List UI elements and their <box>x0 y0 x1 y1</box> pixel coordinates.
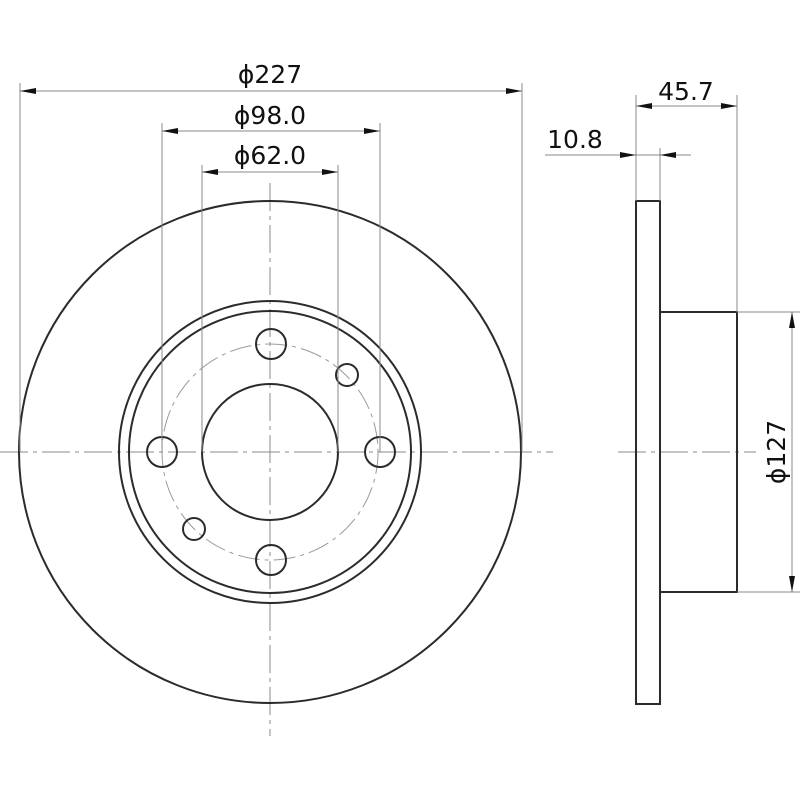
dimension-total-height: 45.7 <box>636 77 737 109</box>
arrow-icon <box>660 152 676 158</box>
front-view: ϕ227 ϕ98.0 ϕ62.0 <box>0 60 553 736</box>
dimension-disc-thickness: 10.8 <box>545 125 691 158</box>
arrow-icon <box>721 103 737 109</box>
arrow-icon <box>620 152 636 158</box>
dimension-hat-diameter: ϕ127 <box>762 312 795 592</box>
hat-profile <box>659 311 738 593</box>
dimension-bolt-circle: ϕ98.0 <box>162 101 380 134</box>
arrow-icon <box>506 88 522 94</box>
arrow-icon <box>364 128 380 134</box>
disc-thickness-label: 10.8 <box>547 125 603 154</box>
outer-disc-edge <box>18 200 522 704</box>
arrow-icon <box>789 576 795 592</box>
locating-hole-lower-left <box>182 517 206 541</box>
arrow-icon <box>202 169 218 175</box>
locating-hole-upper-right <box>335 363 359 387</box>
arrow-icon <box>20 88 36 94</box>
hat-inner-ring <box>128 310 412 594</box>
bolt-hole-bottom <box>255 544 287 576</box>
total-height-label: 45.7 <box>658 77 714 106</box>
side-view: 45.7 10.8 ϕ127 <box>545 77 800 705</box>
dimension-outer-diameter: ϕ227 <box>20 60 522 94</box>
arrow-icon <box>789 312 795 328</box>
arrow-icon <box>636 103 652 109</box>
center-bore-label: ϕ62.0 <box>234 141 306 170</box>
arrow-icon <box>162 128 178 134</box>
bolt-circle-label: ϕ98.0 <box>234 101 306 130</box>
bolt-hole-top <box>255 328 287 360</box>
hat-outer-ring <box>118 300 422 604</box>
outer-diameter-label: ϕ227 <box>238 60 302 89</box>
dimension-center-bore: ϕ62.0 <box>202 141 338 175</box>
hat-diameter-label: ϕ127 <box>762 420 791 484</box>
arrow-icon <box>322 169 338 175</box>
